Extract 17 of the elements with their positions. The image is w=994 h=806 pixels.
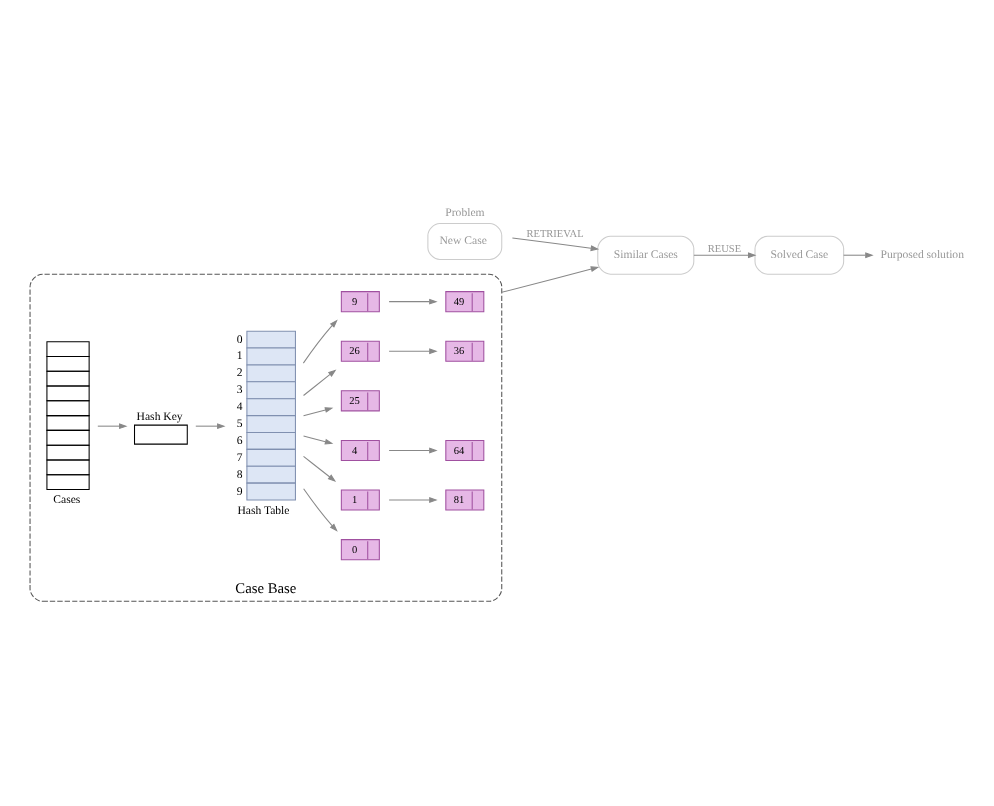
arrow bbox=[195, 422, 226, 429]
arrow bbox=[388, 347, 438, 354]
arrow bbox=[843, 251, 874, 258]
arrow bbox=[511, 236, 600, 251]
arrow bbox=[303, 368, 337, 395]
arrow bbox=[303, 487, 338, 531]
arrow bbox=[303, 454, 337, 481]
arrow bbox=[388, 496, 438, 502]
arrow bbox=[97, 422, 128, 429]
arrow bbox=[693, 251, 757, 258]
arrow bbox=[303, 406, 334, 416]
arrow bbox=[302, 318, 338, 363]
arrow bbox=[501, 265, 600, 292]
arrow bbox=[388, 446, 438, 453]
arrow bbox=[388, 297, 438, 304]
arrow bbox=[303, 434, 334, 444]
node-box bbox=[134, 423, 188, 444]
